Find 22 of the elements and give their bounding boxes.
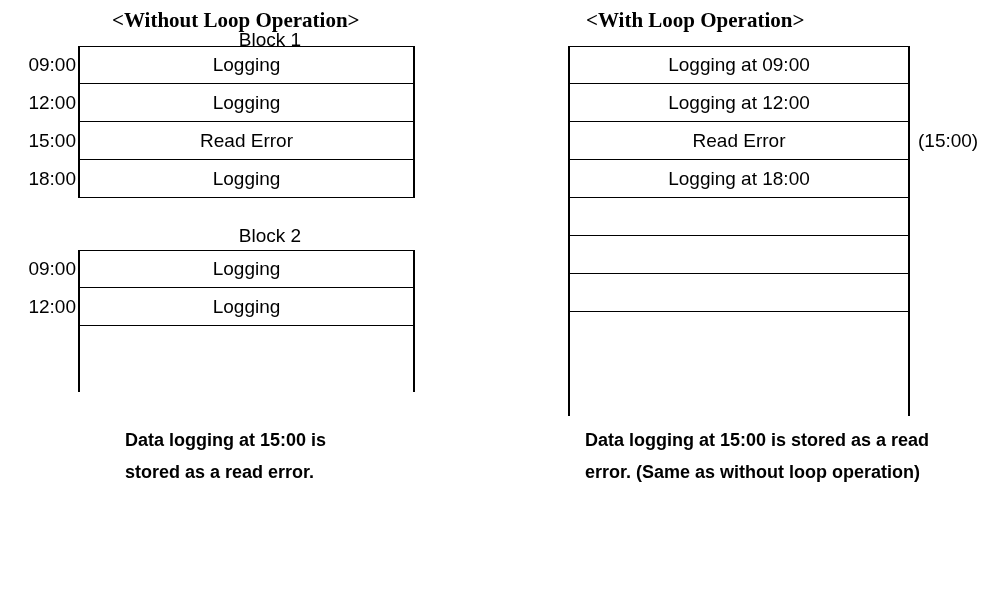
table-cell: Read Error	[78, 122, 415, 160]
time-label: 12:00	[27, 295, 76, 319]
block-label: Block 2	[237, 226, 303, 246]
time-label: 15:00	[27, 129, 76, 153]
table-cell: Logging at 12:00	[568, 84, 910, 122]
time-label: 12:00	[27, 91, 76, 115]
table-cell: Logging at 09:00	[568, 46, 910, 84]
caption-text: Data logging at 15:00 is stored as a read error.	[125, 429, 328, 484]
table-cell: Logging	[78, 84, 415, 122]
heading: <Without Loop Operation>	[112, 8, 360, 33]
time-label: 09:00	[27, 53, 76, 77]
table-cell: Logging at 18:00	[568, 160, 910, 198]
table-cell: Read Error	[568, 122, 910, 160]
caption-text: Data logging at 15:00 is stored as a read error. (Same as without loop operation)	[585, 429, 931, 484]
time-note: (15:00)	[918, 129, 980, 153]
time-label: 18:00	[27, 167, 76, 191]
table-cell: Logging	[78, 160, 415, 198]
heading: <With Loop Operation>	[586, 8, 805, 33]
table-cell: Logging	[78, 288, 415, 326]
time-label: 09:00	[27, 257, 76, 281]
table-cell: Logging	[78, 250, 415, 288]
table-cell: Logging	[78, 46, 415, 84]
